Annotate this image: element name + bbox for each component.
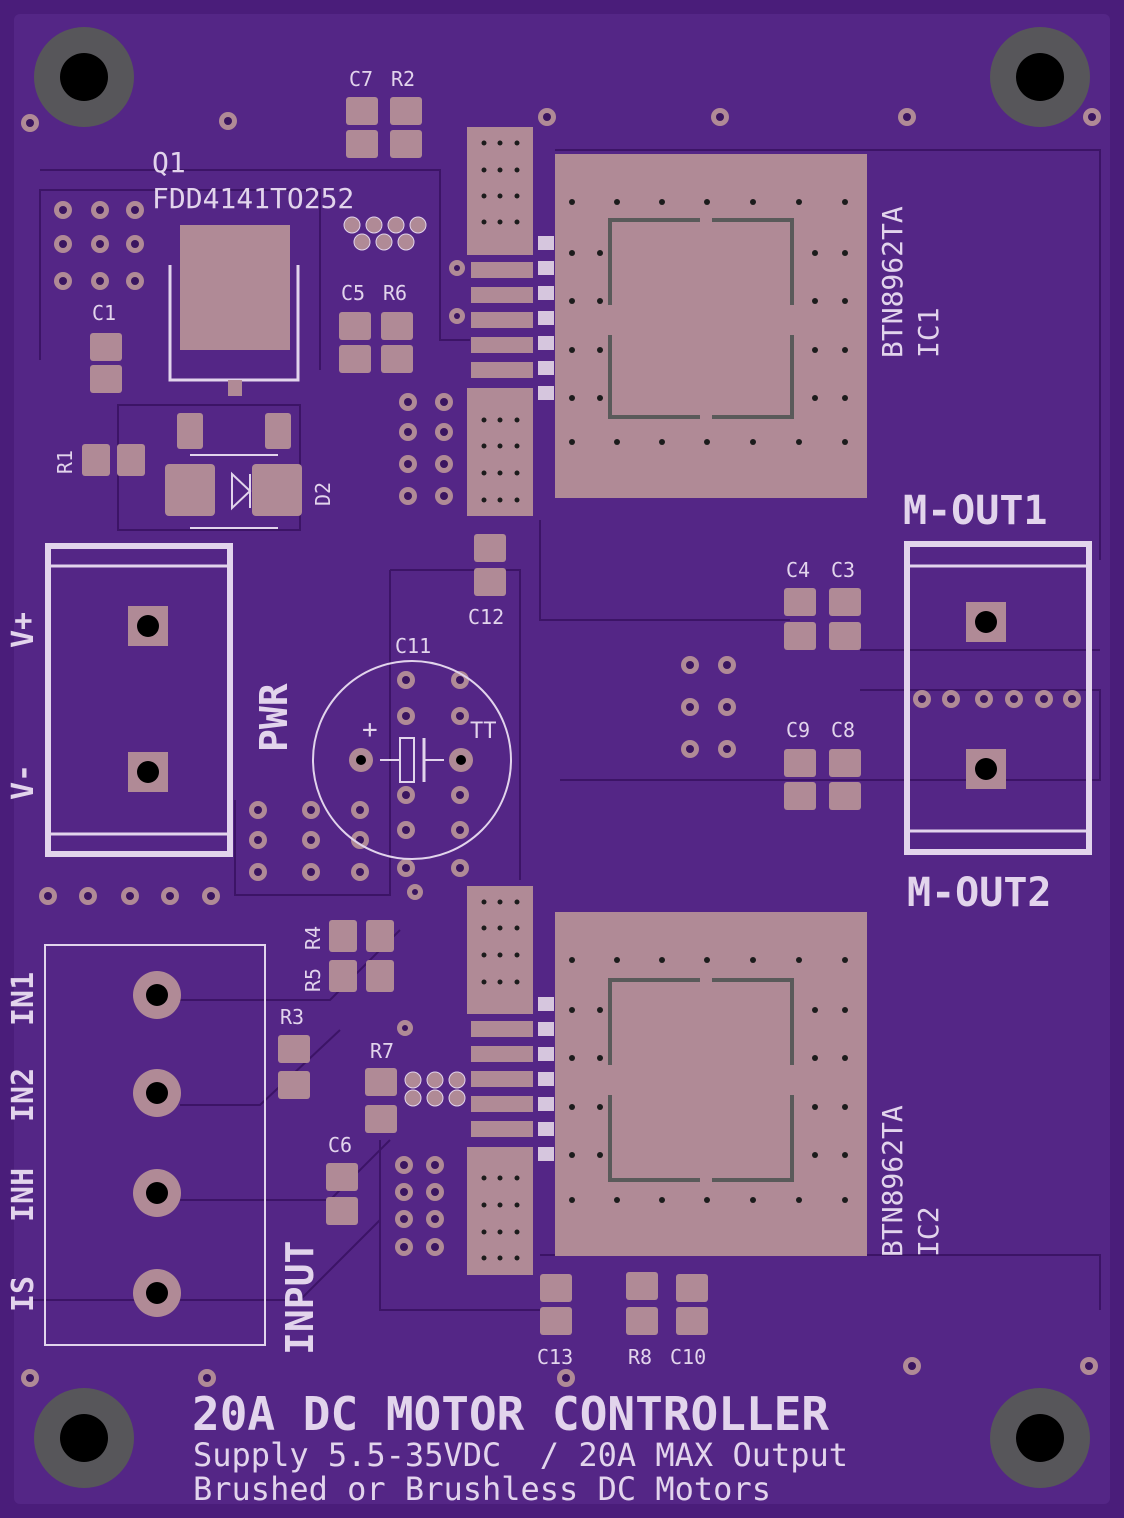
pwr-pin-vplus-label: V+ bbox=[6, 612, 41, 648]
q1-ref-label: Q1 bbox=[152, 146, 186, 179]
r8-label: R8 bbox=[628, 1345, 652, 1369]
ic2-ref-label: IC2 bbox=[912, 1206, 945, 1257]
r3-footprint bbox=[278, 1035, 310, 1099]
board-subtitle-line2: Brushed or Brushless DC Motors bbox=[193, 1470, 771, 1508]
c11-label: C11 bbox=[395, 634, 431, 658]
c13-footprint bbox=[540, 1274, 572, 1335]
input-label: INPUT bbox=[278, 1241, 322, 1355]
input-pin-in2-label: IN2 bbox=[6, 1068, 41, 1122]
via-cluster-r7 bbox=[404, 1071, 466, 1107]
c8-label: C8 bbox=[831, 718, 855, 742]
r2-label: R2 bbox=[391, 67, 415, 91]
c13-label: C13 bbox=[537, 1345, 573, 1369]
c8-footprint bbox=[829, 749, 861, 810]
c11-footprint bbox=[312, 660, 512, 860]
mount-hole-tl bbox=[34, 27, 134, 127]
via-cluster-q1-top bbox=[343, 216, 427, 251]
r7-footprint bbox=[365, 1068, 397, 1133]
c1-label: C1 bbox=[92, 301, 116, 325]
mout-connector bbox=[904, 541, 1092, 855]
c9-footprint bbox=[784, 749, 816, 810]
c4-footprint bbox=[784, 588, 816, 650]
input-connector bbox=[44, 944, 266, 1346]
pwr-connector bbox=[45, 543, 233, 857]
vias bbox=[21, 108, 1101, 1387]
ic1-ref-label: IC1 bbox=[912, 307, 945, 358]
r5-footprint bbox=[329, 960, 394, 992]
c7-label: C7 bbox=[349, 67, 373, 91]
c6-label: C6 bbox=[328, 1133, 352, 1157]
c5-footprint bbox=[339, 312, 371, 373]
r7-label: R7 bbox=[370, 1039, 394, 1063]
c3-footprint bbox=[829, 588, 861, 650]
r6-footprint bbox=[381, 312, 413, 373]
board-title: 20A DC MOTOR CONTROLLER bbox=[192, 1387, 829, 1441]
ic2-value-label: BTN8962TA bbox=[876, 1105, 909, 1257]
mout1-label: M-OUT1 bbox=[903, 488, 1048, 534]
c6-footprint bbox=[326, 1163, 358, 1225]
q1-value-label: FDD4141TO252 bbox=[152, 182, 354, 215]
r4-label: R4 bbox=[301, 926, 325, 950]
board-subtitle-line1: Supply 5.5-35VDC / 20A MAX Output bbox=[193, 1436, 848, 1474]
r1-label: R1 bbox=[53, 450, 77, 474]
c12-label: C12 bbox=[468, 605, 504, 629]
q1-footprint bbox=[168, 225, 300, 396]
mount-hole-tr bbox=[990, 27, 1090, 127]
r5-label: R5 bbox=[301, 968, 325, 992]
c10-label: C10 bbox=[670, 1345, 706, 1369]
c4-label: C4 bbox=[786, 558, 810, 582]
ic1-value-label: BTN8962TA bbox=[876, 206, 909, 358]
c9-label: C9 bbox=[786, 718, 810, 742]
pwr-pin-vminus-label: V- bbox=[6, 764, 41, 800]
c3-label: C3 bbox=[831, 558, 855, 582]
r6-label: R6 bbox=[383, 281, 407, 305]
c11-tt-label: TT bbox=[470, 719, 497, 744]
via-array-q1 bbox=[54, 201, 144, 290]
input-pin-in1-label: IN1 bbox=[6, 972, 41, 1026]
r2-footprint bbox=[390, 97, 422, 158]
r1-footprint bbox=[82, 444, 145, 476]
r8-footprint bbox=[626, 1272, 658, 1335]
input-pin-inh-label: INH bbox=[6, 1168, 41, 1222]
d2-label: D2 bbox=[311, 482, 335, 506]
pwr-label: PWR bbox=[252, 683, 296, 752]
r3-label: R3 bbox=[280, 1005, 304, 1029]
d2-footprint bbox=[165, 413, 302, 529]
c10-footprint bbox=[676, 1274, 708, 1335]
c7-footprint bbox=[346, 97, 378, 158]
r4-footprint bbox=[329, 920, 394, 952]
mount-hole-bl bbox=[34, 1388, 134, 1488]
input-pin-is-label: IS bbox=[6, 1276, 41, 1312]
mout2-label: M-OUT2 bbox=[907, 870, 1052, 916]
c12-footprint bbox=[474, 534, 506, 596]
c5-label: C5 bbox=[341, 281, 365, 305]
c11-plus-label: + bbox=[362, 715, 378, 745]
ic2-footprint bbox=[467, 886, 867, 1275]
via-array-mid bbox=[39, 393, 1081, 1256]
ic1-footprint bbox=[467, 127, 867, 516]
mount-hole-br bbox=[990, 1388, 1090, 1488]
c1-footprint bbox=[90, 333, 122, 393]
